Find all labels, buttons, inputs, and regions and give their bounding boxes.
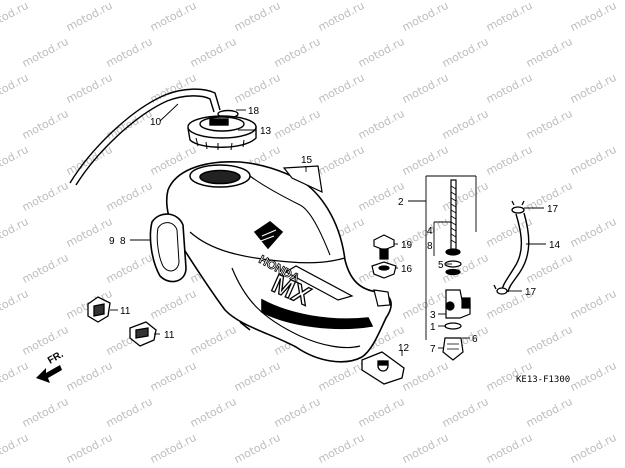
callout-14: 14 bbox=[549, 240, 561, 251]
callout-8: 8 bbox=[120, 236, 126, 247]
diagram-code: KE13-F1300 bbox=[516, 375, 571, 385]
decal-strip bbox=[282, 165, 323, 194]
rubber-mount-upper bbox=[87, 296, 111, 323]
callout-16: 16 bbox=[401, 264, 413, 275]
mounting-bracket bbox=[361, 351, 405, 385]
callout-9: 9 bbox=[109, 236, 115, 247]
callout-15: 15 bbox=[301, 155, 313, 166]
callout-11-upper: 11 bbox=[120, 306, 131, 317]
washer bbox=[371, 261, 397, 279]
callout-2: 2 bbox=[398, 197, 404, 208]
callout-13: 13 bbox=[260, 126, 272, 137]
callout-1: 1 bbox=[430, 322, 436, 333]
breather-hose bbox=[69, 88, 221, 186]
callout-numbers: 10 18 13 15 9 8 11 11 12 19 16 2 4 8 5 3… bbox=[109, 106, 561, 355]
bolt bbox=[373, 234, 395, 260]
callout-12: 12 bbox=[398, 343, 410, 354]
callout-18: 18 bbox=[248, 106, 260, 117]
leader-lines bbox=[110, 103, 546, 356]
callout-17-upper: 17 bbox=[547, 204, 559, 215]
callout-19: 19 bbox=[401, 240, 413, 251]
callout-10: 10 bbox=[150, 117, 162, 128]
fuel-line bbox=[501, 212, 530, 293]
front-direction-label: FR. bbox=[46, 349, 66, 367]
callout-8-valve: 8 bbox=[427, 241, 433, 252]
callout-11-lower: 11 bbox=[164, 330, 175, 341]
fuel-valve-assembly bbox=[425, 175, 477, 361]
fuel-cap bbox=[187, 109, 257, 151]
hose-clip-lower bbox=[493, 284, 508, 295]
callout-6: 6 bbox=[472, 334, 478, 345]
hose-clip-upper bbox=[511, 200, 525, 214]
callout-3: 3 bbox=[430, 310, 436, 321]
callout-5: 5 bbox=[438, 260, 444, 271]
fuel-tank bbox=[149, 161, 392, 363]
rubber-mount-lower bbox=[129, 321, 157, 347]
callout-17-lower: 17 bbox=[525, 287, 537, 298]
front-arrow-icon bbox=[36, 365, 62, 383]
callout-4: 4 bbox=[427, 226, 433, 237]
callout-7: 7 bbox=[430, 344, 436, 355]
